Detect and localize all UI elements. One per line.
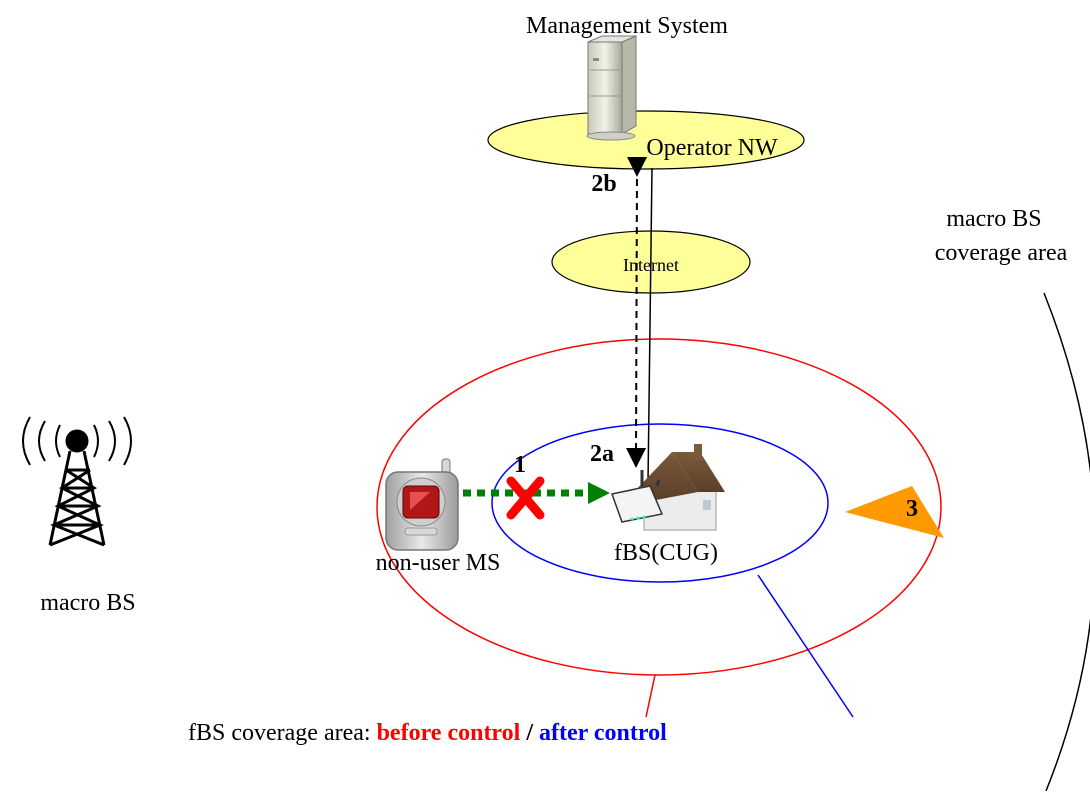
step-2b-label: 2b xyxy=(591,171,616,197)
non-user-ms-label: non-user MS xyxy=(376,550,501,576)
coverage-after-control-ellipse xyxy=(491,423,829,583)
power-control-arrow xyxy=(845,486,944,538)
server-icon xyxy=(586,35,637,141)
macro-bs-label: macro BS xyxy=(40,590,135,616)
macro-coverage-arc xyxy=(1043,292,1090,792)
step-1-label: 1 xyxy=(514,452,526,478)
macro-coverage-label-line2: coverage area xyxy=(935,240,1068,266)
radio-tower-icon xyxy=(22,416,132,547)
after-control-leader xyxy=(757,574,854,718)
legend-prefix: fBS coverage area: xyxy=(188,720,377,746)
blocked-cross-icon xyxy=(506,476,545,520)
operator-nw-label: Operator NW xyxy=(646,135,778,161)
step-3-label: 3 xyxy=(906,496,918,522)
signalling-dashed-arrow xyxy=(626,156,648,468)
femto-router-icon xyxy=(611,470,664,523)
step-2a-label: 2a xyxy=(590,441,614,467)
legend-separator: / xyxy=(520,720,539,746)
backhaul-line xyxy=(647,167,653,484)
before-control-leader xyxy=(645,674,656,718)
legend-before-control: before control xyxy=(377,720,521,746)
house-icon xyxy=(632,444,725,531)
legend-after-control: after control xyxy=(539,720,667,746)
management-system-label: Management System xyxy=(526,13,728,39)
fbs-label: fBS(CUG) xyxy=(614,540,718,566)
coverage-before-control-ellipse xyxy=(376,338,942,676)
coverage-legend: fBS coverage area: before control / afte… xyxy=(188,720,667,746)
macro-coverage-label-line1: macro BS xyxy=(946,206,1041,232)
mobile-phone-icon xyxy=(385,458,459,551)
internet-label: Internet xyxy=(623,255,679,275)
